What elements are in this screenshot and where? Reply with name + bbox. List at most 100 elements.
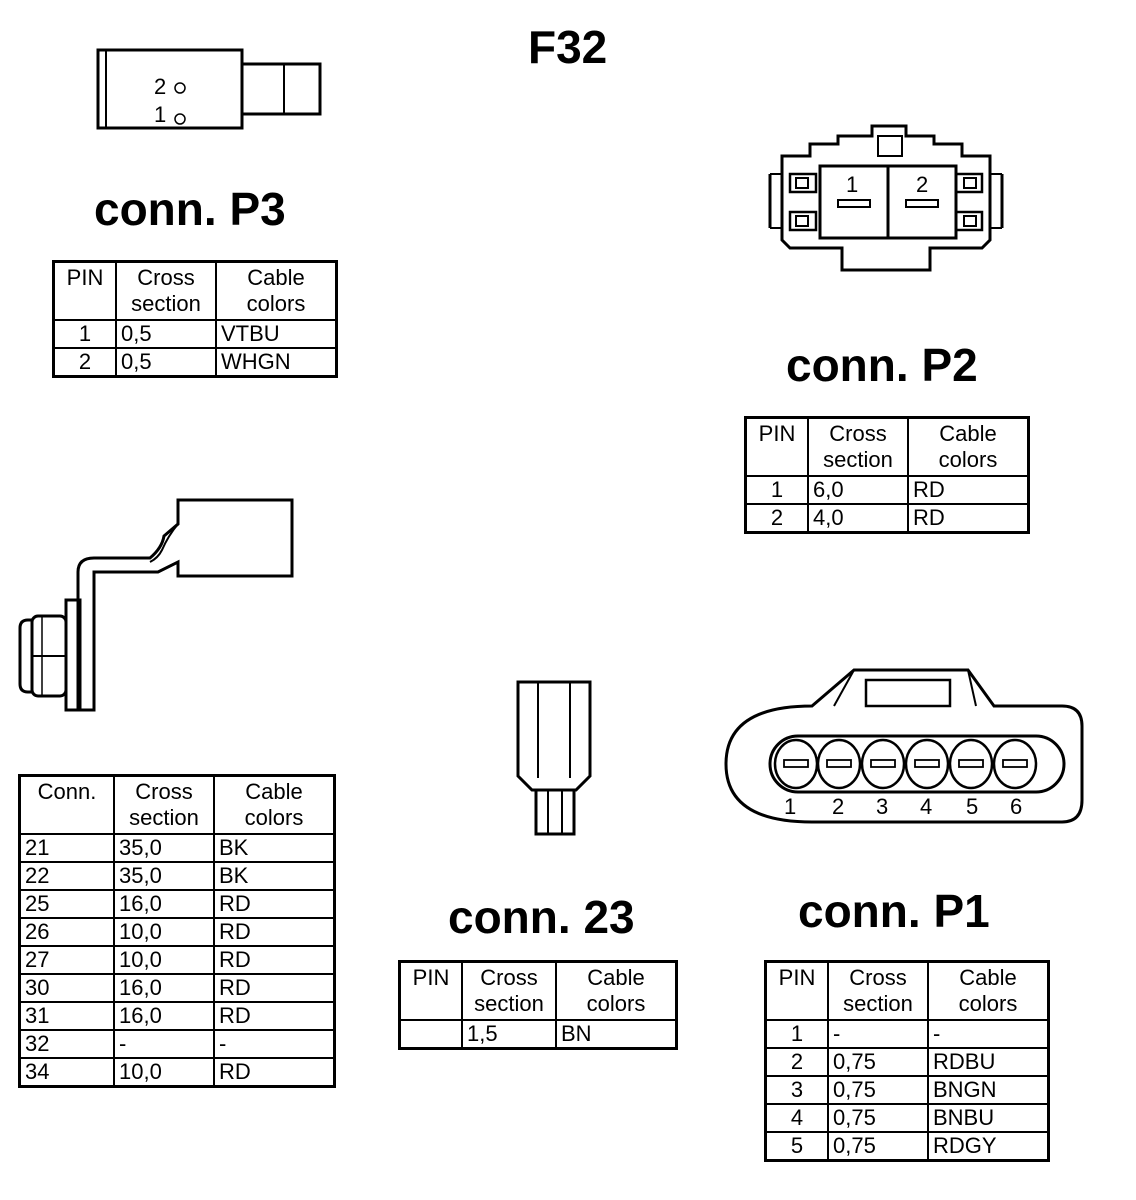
p1-pin-label-5: 5: [966, 794, 978, 819]
connector-p3-title: conn. P3: [94, 183, 286, 235]
conn-cell: 31: [18, 1001, 115, 1031]
header-pin: PIN: [398, 960, 463, 1021]
pin-cell: 2: [744, 503, 809, 534]
p1-pin-label-3: 3: [876, 794, 888, 819]
cross-section-cell: 6,0: [807, 475, 909, 505]
cable-color-cell: RD: [907, 475, 1030, 505]
p2-pin-label-2: 2: [916, 172, 928, 197]
cable-color-cell: -: [213, 1029, 336, 1059]
connector-23-drawing: [516, 680, 592, 836]
pin-cell: 1: [744, 475, 809, 505]
cross-section-cell: 0,75: [827, 1131, 929, 1162]
header-conn: Conn.: [18, 774, 115, 835]
cross-section-cell: 10,0: [113, 945, 215, 975]
cross-section-cell: 0,5: [115, 347, 217, 378]
header-pin: PIN: [764, 960, 829, 1021]
pin-cell: 2: [764, 1047, 829, 1077]
connector-p1-drawing: 1 2 3 4 5 6: [724, 668, 1084, 824]
cable-color-cell: BNBU: [927, 1103, 1050, 1133]
cable-color-cell: BN: [555, 1019, 678, 1050]
cable-color-cell: RDGY: [927, 1131, 1050, 1162]
connector-p2-title: conn. P2: [786, 339, 978, 391]
cable-color-cell: -: [927, 1019, 1050, 1049]
stud-terminal-drawing: [18, 498, 294, 712]
conn-cell: 30: [18, 973, 115, 1003]
p1-pin-label-4: 4: [920, 794, 932, 819]
connector-p3-drawing: 2 1: [96, 48, 322, 130]
p3-pin-label-1: 1: [154, 102, 166, 127]
conn-cell: 27: [18, 945, 115, 975]
cross-section-cell: 16,0: [113, 973, 215, 1003]
pin-cell: 4: [764, 1103, 829, 1133]
table-row: 2 0,5 WHGN: [52, 347, 338, 378]
connector-p1-title: conn. P1: [798, 885, 990, 937]
conn-cell: 26: [18, 917, 115, 947]
conn-cell: 34: [18, 1057, 115, 1088]
cross-section-cell: 0,75: [827, 1075, 929, 1105]
table-row: 1,5 BN: [398, 1019, 678, 1050]
cross-section-cell: 0,75: [827, 1103, 929, 1133]
cross-section-cell: 0,75: [827, 1047, 929, 1077]
cable-color-cell: RD: [213, 917, 336, 947]
header-pin: PIN: [744, 416, 809, 477]
cable-color-cell: RDBU: [927, 1047, 1050, 1077]
connector-23-title: conn. 23: [448, 891, 635, 943]
cross-section-cell: 10,0: [113, 917, 215, 947]
cable-color-cell: WHGN: [215, 347, 338, 378]
table-row: 32--: [18, 1029, 336, 1059]
p1-pin-label-1: 1: [784, 794, 796, 819]
pin-cell: 5: [764, 1131, 829, 1162]
conn-cell: 25: [18, 889, 115, 919]
cross-section-cell: 16,0: [113, 889, 215, 919]
conn-cell: 22: [18, 861, 115, 891]
pin-cell: 1: [764, 1019, 829, 1049]
pin-cell: [398, 1019, 463, 1050]
cable-color-cell: RD: [907, 503, 1030, 534]
cross-section-cell: 4,0: [807, 503, 909, 534]
connector-p2-drawing: 1 2: [768, 124, 1004, 272]
table-row: 2 4,0 RD: [744, 503, 1030, 534]
cable-color-cell: BNGN: [927, 1075, 1050, 1105]
cross-section-cell: 16,0: [113, 1001, 215, 1031]
header-pin: PIN: [52, 260, 117, 321]
p1-pin-label-2: 2: [832, 794, 844, 819]
cross-section-cell: 1,5: [461, 1019, 557, 1050]
cross-section-cell: -: [113, 1029, 215, 1059]
cable-color-cell: RD: [213, 973, 336, 1003]
cable-color-cell: RD: [213, 945, 336, 975]
conn-cell: 32: [18, 1029, 115, 1059]
cross-section-cell: 10,0: [113, 1057, 215, 1088]
page-title: F32: [528, 21, 608, 73]
p2-pin-label-1: 1: [846, 172, 858, 197]
table-row: 1 0,5 VTBU: [52, 319, 338, 349]
pin-cell: 2: [52, 347, 117, 378]
conn-cell: 21: [18, 833, 115, 863]
cable-color-cell: RD: [213, 889, 336, 919]
cable-color-cell: RD: [213, 1057, 336, 1088]
cross-section-cell: 35,0: [113, 861, 215, 891]
